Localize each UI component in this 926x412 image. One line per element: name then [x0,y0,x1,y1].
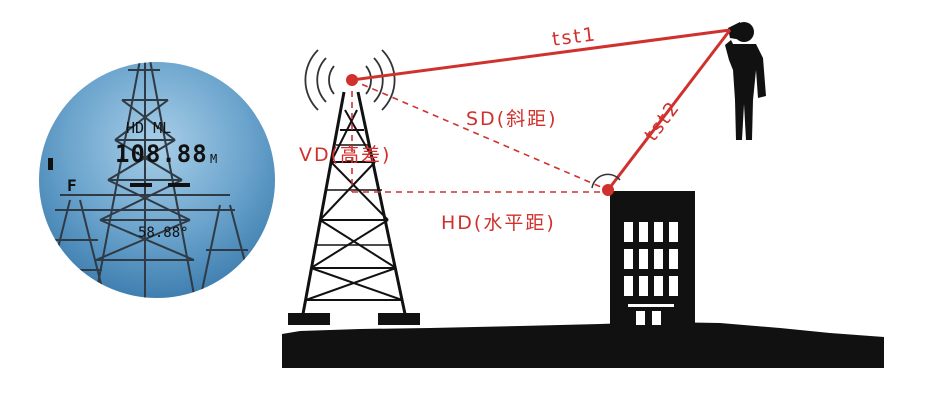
tower-top-point [346,74,358,86]
measurement-lines [346,28,732,196]
reticle-left [130,183,152,187]
lcd-unit: M [210,152,218,166]
label-vd: VD(高差) [299,144,392,166]
label-hd: HD(水平距) [441,212,556,234]
viewfinder-lens [39,62,275,298]
lcd-angle: 58.88° [138,225,189,241]
ground [282,322,884,368]
tower-footing-left [288,313,330,325]
tst2-line [606,29,732,191]
angle-arc [591,173,621,189]
signal-waves-icon [304,49,396,111]
lattice-tower [301,91,407,315]
lcd-mode: HD ML [126,119,172,137]
lens-tower-image [44,62,256,298]
building-top-point [602,184,614,196]
reticle-right [168,183,190,187]
sd-line [351,79,609,191]
person-silhouette-icon [725,22,766,140]
lcd-distance: 108.88 [115,140,208,168]
lcd-flag: F [67,176,77,195]
building-windows [624,222,678,325]
label-sd: SD(斜距) [466,108,558,130]
tower-footing-right [378,313,420,325]
tst1-line [351,28,731,82]
reticle-left-tick [48,158,53,170]
building [610,191,695,327]
